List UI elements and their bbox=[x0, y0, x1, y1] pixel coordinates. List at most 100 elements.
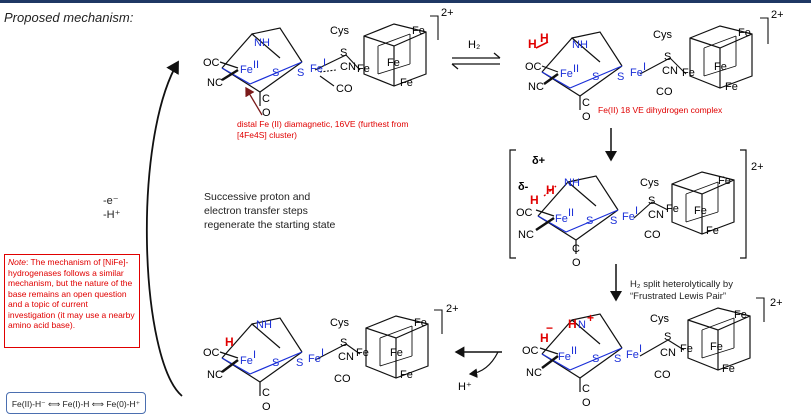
cluster-fe-label: Fe bbox=[414, 317, 427, 329]
charge-label: 2+ bbox=[446, 303, 459, 315]
h-atom-2: H bbox=[546, 183, 555, 197]
fe-distal-oxidation: I bbox=[253, 349, 256, 361]
bridging-o-label: O bbox=[582, 111, 591, 123]
co-ligand-label: CO bbox=[654, 369, 671, 381]
charge-label: 2+ bbox=[771, 9, 784, 21]
fe-proximal-oxidation: I bbox=[635, 205, 638, 217]
fe-distal-oxidation: II bbox=[253, 59, 259, 71]
note-text: : The mechanism of [NiFe]-hydrogenases f… bbox=[8, 257, 135, 330]
charge-label: 2+ bbox=[770, 297, 783, 309]
sulfur-label-2: S bbox=[614, 353, 621, 365]
hydride-resonance-box: Fe(II)-H⁻ ⟺ Fe(I)-H ⟺ Fe(0)-H⁺ bbox=[6, 392, 146, 414]
cys-s-label: S bbox=[648, 195, 655, 207]
oc-ligand-label: OC bbox=[525, 61, 542, 73]
bridging-c-label: C bbox=[572, 243, 580, 255]
bridging-c-label: C bbox=[262, 93, 270, 105]
cluster-fe-label: Fe bbox=[694, 205, 707, 217]
bridging-c-label: C bbox=[582, 383, 590, 395]
charge-label: 2+ bbox=[441, 7, 454, 19]
hydride-h-label: H bbox=[540, 331, 549, 345]
amine-n-label: N bbox=[572, 39, 580, 51]
bridging-o-label: O bbox=[582, 397, 591, 409]
sulfur-label-2: S bbox=[297, 67, 304, 79]
oc-ligand-label: OC bbox=[522, 345, 539, 357]
regeneration-text: Successive proton and electron transfer … bbox=[204, 191, 336, 231]
co-ligand-label: CO bbox=[334, 373, 351, 385]
top-rule bbox=[0, 0, 811, 3]
delta-plus-label: δ+ bbox=[532, 155, 545, 167]
fe-distal-label: Fe bbox=[555, 213, 568, 225]
co-ligand-label: CO bbox=[336, 83, 353, 95]
cluster-fe-label: Fe bbox=[400, 369, 413, 381]
split-line-2: “Frustrated Lewis Pair” bbox=[630, 291, 727, 302]
electron-removal-label: -e⁻ bbox=[103, 195, 119, 207]
amine-h-label: H bbox=[580, 39, 588, 51]
cys-label: Cys bbox=[330, 25, 349, 37]
starting-complex: OC NC Fe II Fe I N H S S CN CO C O Cys S… bbox=[203, 7, 454, 119]
note-prefix: Note bbox=[8, 257, 26, 267]
co-ligand-label: CO bbox=[656, 86, 673, 98]
cluster-fe-label: Fe bbox=[356, 347, 369, 359]
fe-distal-label: Fe bbox=[560, 68, 573, 80]
bridging-o-label: O bbox=[262, 107, 271, 119]
cycle-return-arrow bbox=[145, 60, 183, 397]
h-atom-1: H bbox=[530, 193, 539, 207]
protonated-h-label: H bbox=[568, 317, 577, 331]
fe-proximal-oxidation: I bbox=[321, 347, 324, 359]
cn-ligand-label: CN bbox=[660, 347, 676, 359]
sulfur-label-2: S bbox=[617, 71, 624, 83]
nc-ligand-label: NC bbox=[528, 81, 544, 93]
cluster-fe-label: Fe bbox=[718, 175, 731, 187]
cys-s-label: S bbox=[664, 331, 671, 343]
nc-ligand-label: NC bbox=[526, 367, 542, 379]
amine-charge: + bbox=[587, 311, 594, 325]
hydride-h-label: H bbox=[225, 335, 234, 349]
h-atom-2: H bbox=[540, 31, 549, 45]
oc-ligand-label: OC bbox=[203, 347, 220, 359]
amine-n-label: N bbox=[578, 319, 586, 331]
fe-distal-label: Fe bbox=[240, 64, 253, 76]
fe-proximal-label: Fe bbox=[622, 211, 635, 223]
cys-label: Cys bbox=[640, 177, 659, 189]
fe-proximal-label: Fe bbox=[630, 67, 643, 79]
cluster-fe-label: Fe bbox=[357, 63, 370, 75]
fe-proximal-oxidation: I bbox=[323, 57, 326, 69]
hydride-complex: H − OC NC Fe II Fe I H N + S S CN CO C O… bbox=[522, 297, 783, 409]
cluster-fe-label: Fe bbox=[706, 225, 719, 237]
fe-distal-label: Fe bbox=[558, 351, 571, 363]
proton-removal-label: -H⁺ bbox=[103, 209, 121, 221]
sulfur-label-2: S bbox=[296, 357, 303, 369]
amine-n-label: N bbox=[564, 177, 572, 189]
h2-label: H₂ bbox=[468, 39, 480, 51]
cys-s-label: S bbox=[340, 47, 347, 59]
dihydrogen-note: Fe(II) 18 VE dihydrogen complex bbox=[598, 105, 723, 115]
fe-distal-oxidation: II bbox=[568, 207, 574, 219]
cluster-fe-label: Fe bbox=[666, 203, 679, 215]
cys-label: Cys bbox=[653, 29, 672, 41]
amine-h-label: H bbox=[264, 319, 272, 331]
cys-s-label: S bbox=[340, 337, 347, 349]
bridging-o-label: O bbox=[262, 401, 271, 413]
fe-proximal-label: Fe bbox=[308, 353, 321, 365]
fe-distal-oxidation: II bbox=[573, 63, 579, 75]
amine-n-label: N bbox=[254, 37, 262, 49]
cluster-fe-label: Fe bbox=[400, 77, 413, 89]
fe-proximal-label: Fe bbox=[626, 349, 639, 361]
nc-ligand-label: NC bbox=[518, 229, 534, 241]
fe-distal-oxidation: II bbox=[571, 345, 577, 357]
fe-proximal-oxidation: I bbox=[639, 343, 642, 355]
amine-n-label: N bbox=[256, 319, 264, 331]
sulfur-label-1: S bbox=[272, 357, 279, 369]
deprotonation-arrow: H⁺ bbox=[454, 346, 502, 393]
split-line-1: H₂ split heterolytically by bbox=[630, 279, 733, 290]
bridging-o-label: O bbox=[572, 257, 581, 269]
cn-ligand-label: CN bbox=[338, 351, 354, 363]
fe-hydride-complex: H OC NC Fe I Fe I N H S S CN CO C O Cys … bbox=[203, 303, 459, 413]
fe-proximal-label: Fe bbox=[310, 63, 323, 75]
cys-s-label: S bbox=[664, 51, 671, 63]
delta-minus-label: δ- bbox=[518, 181, 529, 193]
cluster-fe-label: Fe bbox=[725, 81, 738, 93]
oc-ligand-label: OC bbox=[516, 207, 533, 219]
